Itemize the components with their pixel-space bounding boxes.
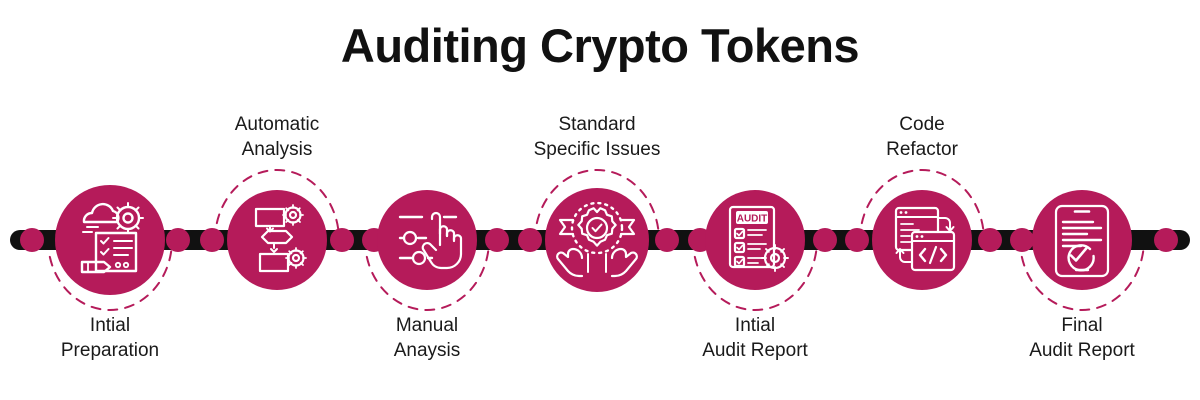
connector-dot (1010, 228, 1034, 252)
page-title: Auditing Crypto Tokens (340, 19, 860, 72)
step-circle-3[interactable] (377, 190, 477, 290)
step-label-1: Intial Preparation (60, 315, 160, 361)
audit-checklist-gear-icon: AUDIT (728, 205, 789, 272)
step-label-2: Automatic Analysis (234, 114, 320, 160)
connector-dot (978, 228, 1002, 252)
dashed-arc-below-1 (47, 239, 173, 311)
dashed-arc-below-7 (1019, 239, 1145, 311)
dashed-arc-below-5 (692, 239, 818, 311)
connector-dot (518, 228, 542, 252)
step-node-5[interactable]: AUDIT (705, 190, 805, 290)
connector-dot (20, 228, 44, 252)
dashed-arc-above-2 (214, 169, 340, 241)
hand-sliders-icon (398, 211, 463, 270)
step-node-4[interactable] (545, 188, 649, 292)
connector-dot (166, 228, 190, 252)
cloud-gear-checklist-icon (80, 202, 144, 274)
quality-badge-hands-icon (556, 201, 638, 278)
step-label-6: Code Refactor (886, 114, 958, 160)
step-label-7: Final Audit Report (1029, 315, 1135, 361)
connector-dot (845, 228, 869, 252)
flowchart-gears-icon (254, 204, 307, 273)
svg-text:AUDIT: AUDIT (737, 214, 768, 225)
step-label-4: Standard Specific Issues (533, 114, 661, 160)
code-windows-refresh-icon (894, 206, 956, 272)
step-node-2[interactable] (227, 190, 327, 290)
connector-dot (813, 228, 837, 252)
dashed-arc-below-3 (364, 239, 490, 311)
step-label-5: Intial Audit Report (702, 315, 808, 361)
step-node-1[interactable] (55, 185, 165, 295)
step-node-3[interactable] (377, 190, 477, 290)
step-circle-4[interactable] (545, 188, 649, 292)
connector-dot (655, 228, 679, 252)
step-circle-5[interactable] (705, 190, 805, 290)
step-circle-2[interactable] (227, 190, 327, 290)
step-label-3: Manual Anaysis (393, 315, 461, 361)
tablet-check-report-icon (1054, 204, 1110, 278)
step-node-7[interactable] (1032, 190, 1132, 290)
connector-dot (485, 228, 509, 252)
dashed-arc-group (47, 169, 1145, 311)
connector-dot (1154, 228, 1178, 252)
step-node-6[interactable] (872, 190, 972, 290)
dashed-arc-above-4 (534, 169, 660, 241)
step-circle-1[interactable] (55, 185, 165, 295)
connector-dot (330, 228, 354, 252)
connector-dot (200, 228, 224, 252)
dashed-arc-above-6 (859, 169, 985, 241)
